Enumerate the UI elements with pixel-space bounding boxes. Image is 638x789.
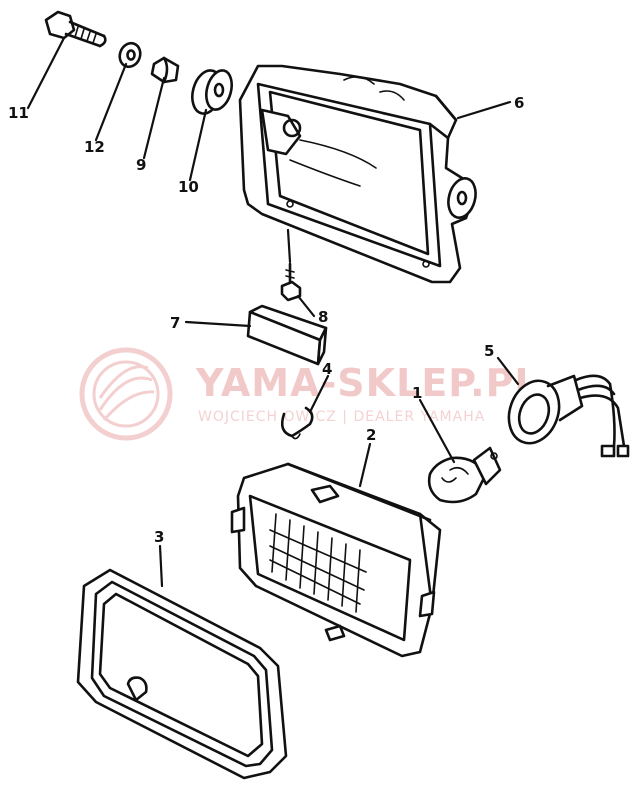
leader-9 — [142, 76, 166, 160]
leader-1 — [418, 398, 456, 464]
part-6-headlight-case — [238, 64, 477, 284]
part-4-spring-clip — [280, 406, 314, 440]
callout-6: 6 — [514, 94, 524, 112]
part-2-lens-unit — [230, 462, 442, 658]
part-1-bulb — [427, 446, 502, 504]
leader-12 — [94, 62, 128, 142]
part-8-screw — [280, 262, 302, 302]
callout-3: 3 — [154, 528, 164, 546]
callout-5: 5 — [484, 342, 494, 360]
callout-1: 1 — [412, 384, 422, 402]
leader-7 — [184, 320, 252, 328]
callout-2: 2 — [366, 426, 376, 444]
leader-5 — [496, 356, 520, 386]
callouts: 11 12 9 10 6 8 7 4 5 1 2 3 — [8, 94, 524, 546]
part-12-washer — [118, 41, 142, 69]
callout-10: 10 — [178, 178, 199, 196]
leader-case-to-8 — [286, 228, 292, 264]
leader-2 — [358, 442, 372, 488]
callout-11: 11 — [8, 104, 29, 122]
leader-lines — [26, 36, 520, 588]
leader-4 — [308, 374, 330, 414]
leader-3 — [158, 544, 164, 588]
part-11-bolt — [44, 10, 107, 48]
callout-4: 4 — [322, 360, 332, 378]
callout-8: 8 — [318, 308, 328, 326]
watermark-title: YAMA-SKLEP.PL — [195, 361, 540, 405]
leader-10 — [188, 108, 208, 182]
callout-12: 12 — [84, 138, 105, 156]
callout-7: 7 — [170, 314, 180, 332]
part-10-grommet — [191, 69, 233, 115]
leader-6 — [456, 100, 512, 120]
callout-9: 9 — [136, 156, 146, 174]
part-9-collar — [150, 56, 180, 84]
leader-11 — [26, 36, 66, 110]
leader-8 — [296, 294, 316, 318]
watermark: YAMA-SKLEP.PL WOJCIECH OWICZ | DEALER YA… — [79, 347, 540, 441]
watermark-logo-icon — [79, 347, 173, 441]
part-5-bulb-socket — [507, 374, 630, 458]
watermark-subtitle: WOJCIECH OWICZ | DEALER YAMAHA — [198, 409, 485, 425]
part-3-rim — [76, 568, 288, 780]
part-7-cushion — [246, 304, 328, 366]
